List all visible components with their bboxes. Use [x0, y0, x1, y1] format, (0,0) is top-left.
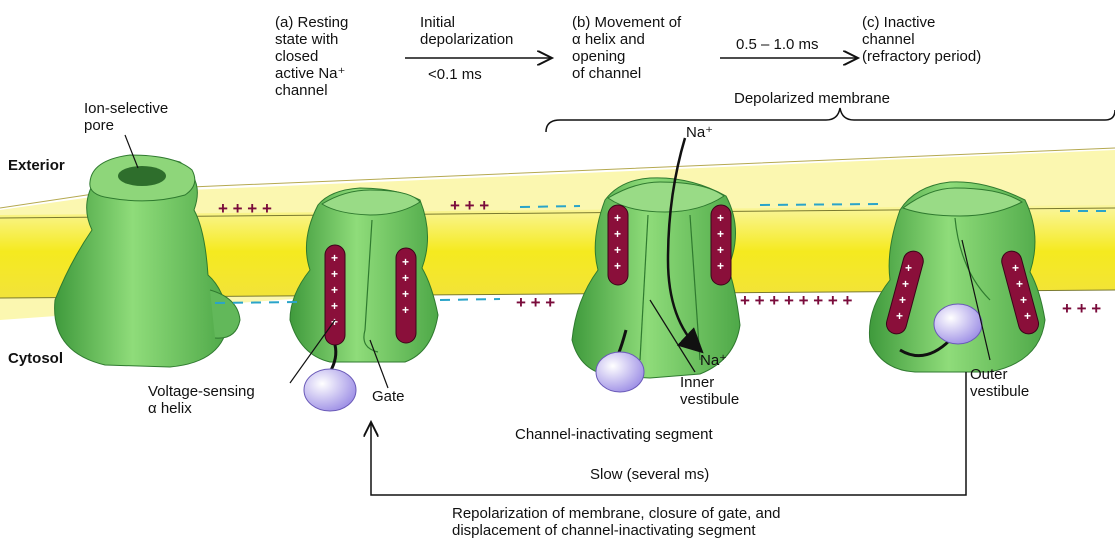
plus-charges-2: + + + — [450, 196, 489, 215]
cytosol-label: Cytosol — [8, 350, 63, 367]
svg-text:+: + — [896, 309, 903, 323]
resting-channel: + + + + + + + + + — [290, 188, 438, 411]
outer-vestibule-label: Outer vestibule — [970, 366, 1029, 400]
svg-text:+: + — [331, 315, 338, 329]
step-b-label: (b) Movement of α helix and opening of c… — [572, 14, 681, 82]
step-a-label: (a) Resting state with closed active Na⁺… — [275, 14, 348, 99]
svg-text:+: + — [1020, 293, 1027, 307]
plus-charges-4: + + + + + + + + — [740, 291, 853, 310]
inner-vestibule-label: Inner vestibule — [680, 374, 739, 408]
svg-text:+: + — [614, 259, 621, 273]
gate-label: Gate — [372, 388, 405, 405]
depolarized-membrane-label: Depolarized membrane — [734, 90, 890, 107]
depolarized-brace — [546, 108, 1115, 132]
svg-text:+: + — [402, 271, 409, 285]
step-c-label: (c) Inactive channel (refractory period) — [862, 14, 981, 65]
plus-charges-1: + + + + — [218, 199, 272, 218]
svg-text:+: + — [331, 267, 338, 281]
svg-text:+: + — [331, 251, 338, 265]
repolarization-label: Repolarization of membrane, closure of g… — [452, 505, 781, 539]
svg-text:+: + — [614, 211, 621, 225]
svg-text:+: + — [717, 243, 724, 257]
plus-charges-5: + + + — [1062, 299, 1101, 318]
svg-text:+: + — [899, 293, 906, 307]
svg-text:+: + — [614, 243, 621, 257]
exterior-label: Exterior — [8, 157, 65, 174]
arrow-2-top-label: 0.5 – 1.0 ms — [736, 36, 819, 53]
slow-label: Slow (several ms) — [590, 466, 709, 483]
svg-text:+: + — [717, 227, 724, 241]
voltage-sensing-label: Voltage-sensing α helix — [148, 383, 255, 417]
svg-text:+: + — [717, 259, 724, 273]
channel-inactivating-label: Channel-inactivating segment — [515, 426, 713, 443]
svg-text:+: + — [402, 287, 409, 301]
svg-text:+: + — [1012, 261, 1019, 275]
svg-text:+: + — [902, 277, 909, 291]
plus-charges-3: + + + — [516, 293, 555, 312]
svg-text:+: + — [717, 211, 724, 225]
arrow-1-top-label: Initial depolarization — [420, 14, 513, 48]
svg-text:+: + — [614, 227, 621, 241]
svg-text:+: + — [331, 299, 338, 313]
na-bottom-label: Na⁺ — [700, 352, 727, 369]
arrow-1-bottom-label: <0.1 ms — [428, 66, 482, 83]
svg-text:+: + — [1024, 309, 1031, 323]
svg-text:+: + — [905, 261, 912, 275]
svg-text:+: + — [402, 303, 409, 317]
na-top-label: Na⁺ — [686, 124, 713, 141]
svg-text:+: + — [1016, 277, 1023, 291]
svg-text:+: + — [331, 283, 338, 297]
ion-selective-pore-label: Ion-selective pore — [84, 100, 168, 134]
svg-text:+: + — [402, 255, 409, 269]
